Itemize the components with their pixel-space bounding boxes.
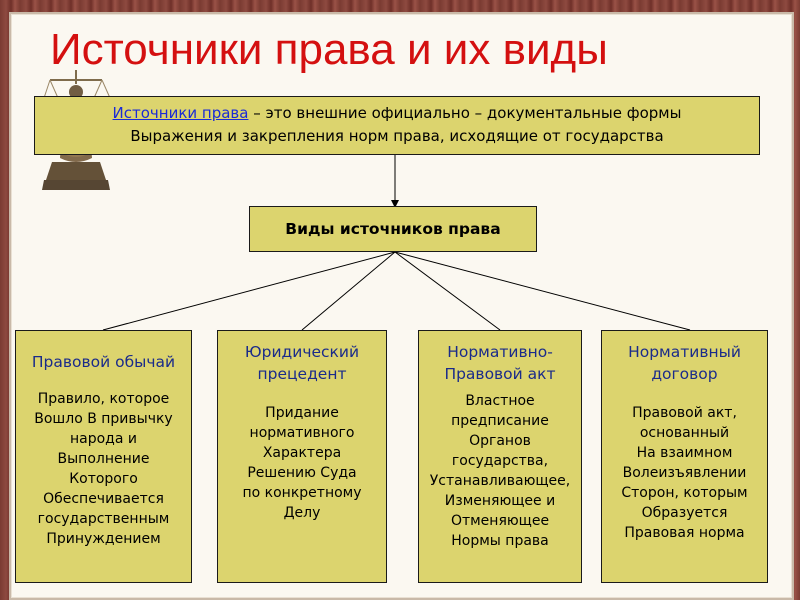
definition-term-link[interactable]: Источники права xyxy=(112,104,249,122)
description-line: государства, xyxy=(451,453,549,469)
type-description: Правовой акт, основанный На взаимном Вол… xyxy=(602,403,767,543)
description-line: предписание xyxy=(451,413,549,429)
description-line: Придание xyxy=(265,405,339,421)
description-line: по конкретному xyxy=(242,485,362,501)
description-line: нормативного xyxy=(249,425,355,441)
definition-line-2: Выражения и закрепления норм права, исхо… xyxy=(130,127,664,145)
definition-box: Источники права – это внешние официально… xyxy=(34,96,760,155)
description-line: Изменяющее и xyxy=(444,493,556,509)
type-box-judicial-precedent: Юридический прецедент Придание нормативн… xyxy=(217,330,387,583)
type-heading-line: Юридический xyxy=(244,343,360,361)
type-box-normative-contract: Нормативный договор Правовой акт, основа… xyxy=(601,330,768,583)
slide-title: Источники права и их виды xyxy=(50,25,608,74)
description-line: Нормы права xyxy=(451,533,549,549)
description-line: Правовая норма xyxy=(624,525,745,541)
type-description: Придание нормативного Характера Решению … xyxy=(218,403,386,523)
type-heading: Правовой обычай xyxy=(8,351,199,373)
type-heading-line: прецедент xyxy=(257,365,347,383)
type-heading: Юридический прецедент xyxy=(218,341,386,385)
description-line: Волеизъявлении xyxy=(622,465,747,481)
description-line: На взаимном xyxy=(636,445,733,461)
types-box: Виды источников права xyxy=(249,206,537,252)
description-line: Которого xyxy=(69,471,138,487)
description-line: государственным xyxy=(37,511,170,527)
type-box-normative-legal-act: Нормативно- Правовой акт Властное предпи… xyxy=(418,330,582,583)
type-heading-line: Правовой акт xyxy=(444,365,556,383)
type-heading: Нормативный договор xyxy=(602,341,767,385)
type-heading-line: договор xyxy=(651,365,718,383)
description-line: Правило, которое xyxy=(37,391,170,407)
description-line: Решению Суда xyxy=(247,465,357,481)
type-box-legal-custom: Правовой обычай Правило, которое Вошло В… xyxy=(15,330,192,583)
description-line: Сторон, которым xyxy=(621,485,748,501)
description-line: Образуется xyxy=(641,505,728,521)
description-line: Обеспечивается xyxy=(43,491,164,507)
type-heading: Нормативно- Правовой акт xyxy=(419,341,581,385)
definition-line-1-rest: – это внешние официально – документальны… xyxy=(248,104,682,122)
type-heading-line: Нормативно- xyxy=(447,343,553,361)
definition-line-1: Источники права – это внешние официально… xyxy=(35,102,759,125)
type-description: Правило, которое Вошло В привычку народа… xyxy=(16,389,191,549)
description-line: Принуждением xyxy=(46,531,161,547)
description-line: Отменяющее xyxy=(450,513,550,529)
description-line: Устанавливающее, xyxy=(429,473,571,489)
description-line: Властное xyxy=(465,393,535,409)
description-line: Выполнение xyxy=(57,451,150,467)
description-line: народа и xyxy=(70,431,137,447)
description-line: Делу xyxy=(283,505,321,521)
type-description: Властное предписание Органов государства… xyxy=(419,391,581,551)
type-heading-line: Правовой обычай xyxy=(31,353,176,371)
description-line: Органов xyxy=(469,433,531,449)
description-line: Правовой акт, xyxy=(632,405,737,421)
description-line: основанный xyxy=(639,425,730,441)
description-line: Характера xyxy=(262,445,342,461)
description-line: Вошло В привычку xyxy=(34,411,173,427)
type-heading-line: Нормативный xyxy=(628,343,741,361)
